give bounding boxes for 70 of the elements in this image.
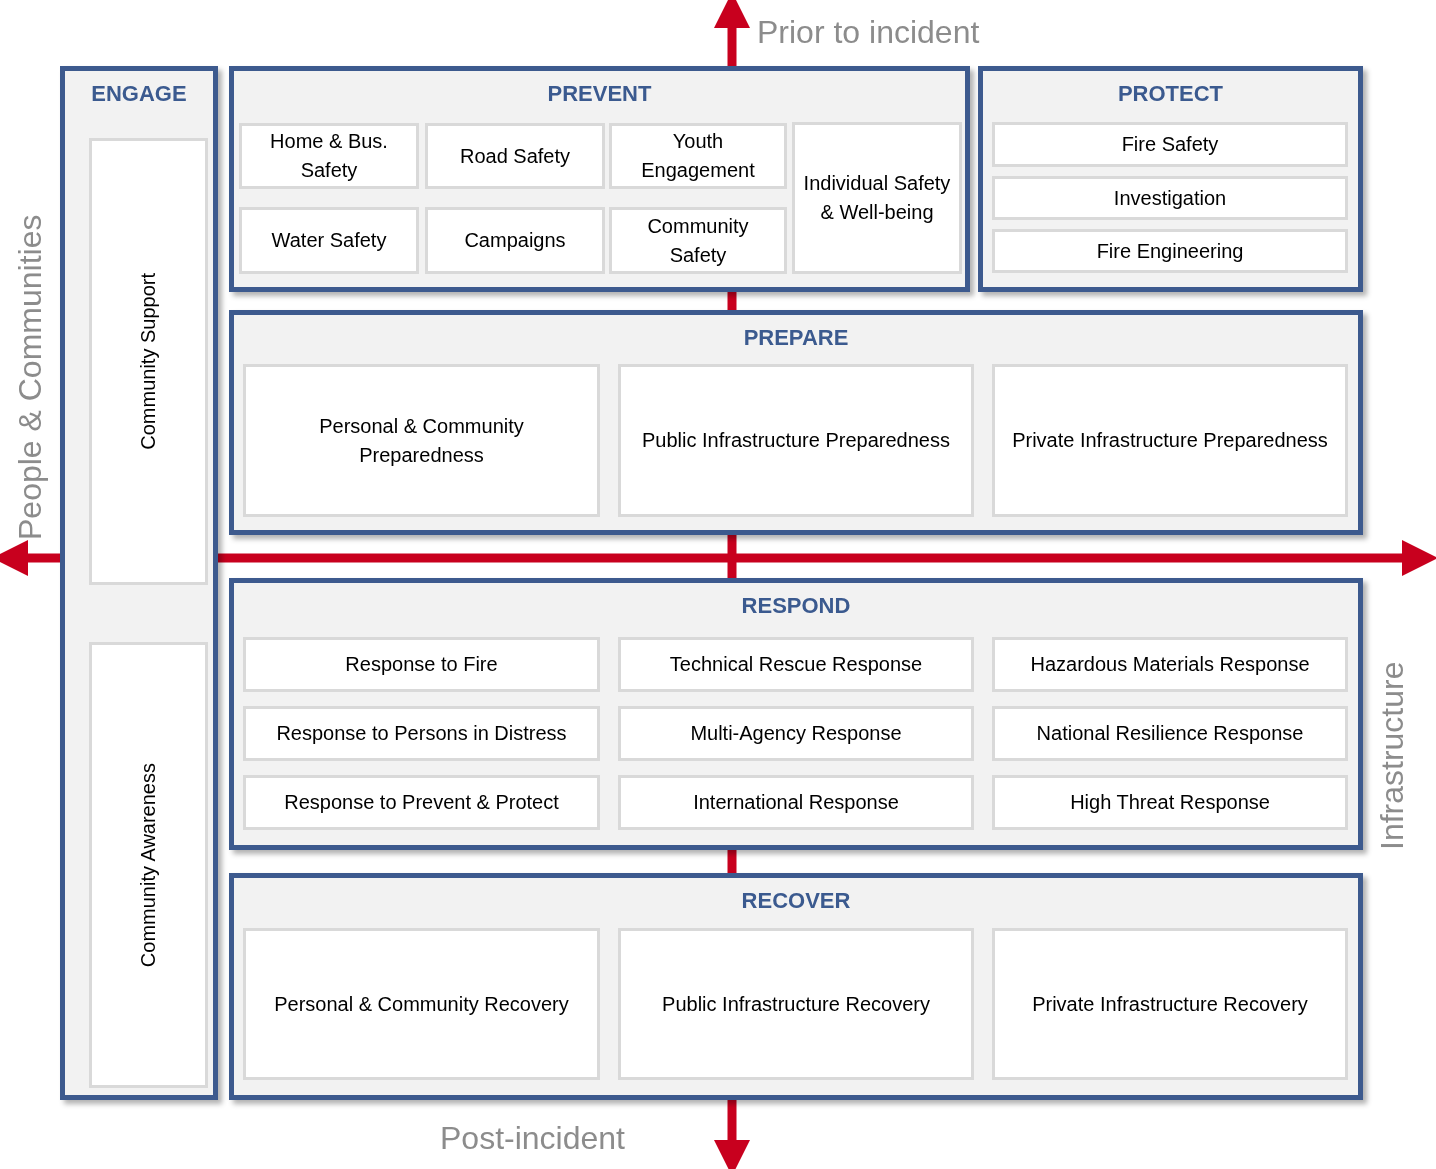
section-heading: RECOVER <box>741 888 851 914</box>
category-label: Water Safety <box>271 228 387 253</box>
section-heading: PREPARE <box>743 325 849 351</box>
category-box <box>425 123 605 189</box>
category-box <box>243 706 600 761</box>
category-label: Community Support <box>136 273 160 450</box>
category-label: Fire Engineering <box>1096 238 1244 264</box>
category-box <box>992 928 1348 1080</box>
category-box <box>618 364 974 517</box>
category-label: Multi-Agency Response <box>690 721 902 746</box>
category-label: Fire Safety <box>1121 132 1219 157</box>
category-box <box>618 928 974 1080</box>
category-box <box>243 775 600 830</box>
category-label: High Threat Response <box>1070 790 1270 815</box>
category-box <box>618 706 974 761</box>
category-label: Personal & Community Preparedness <box>318 413 525 468</box>
section-panel <box>229 873 1363 1100</box>
category-box <box>89 138 208 585</box>
category-label: Community Awareness <box>136 762 160 968</box>
category-box <box>618 775 974 830</box>
category-box <box>609 207 787 274</box>
category-label: Private Infrastructure Recovery <box>1032 991 1308 1017</box>
category-label: Response to Persons in Distress <box>276 721 567 746</box>
category-label: Public Infrastructure Preparedness <box>642 428 950 453</box>
category-box <box>992 706 1348 761</box>
category-label: Road Safety <box>459 143 571 169</box>
category-label: Private Infrastructure Preparedness <box>1012 428 1328 453</box>
category-label: Technical Rescue Response <box>669 652 923 677</box>
category-label: Campaigns <box>464 228 566 253</box>
category-label: Response to Fire <box>345 652 498 677</box>
category-label: Individual Safety & Well-being <box>802 171 952 225</box>
category-box <box>992 775 1348 830</box>
category-box <box>992 122 1348 167</box>
category-box <box>239 123 419 189</box>
category-box <box>243 637 600 692</box>
axis-label: Post-incident <box>440 1120 625 1157</box>
axis-label: People & Communities <box>12 213 48 540</box>
category-label: Personal & Community Recovery <box>274 991 569 1017</box>
category-label: International Response <box>693 790 899 815</box>
category-label: Public Infrastructure Recovery <box>662 991 930 1017</box>
category-box <box>243 928 600 1080</box>
category-box <box>792 122 962 274</box>
category-label: Response to Prevent & Protect <box>284 790 559 815</box>
category-label: Investigation <box>1113 185 1227 211</box>
section-panel <box>229 310 1363 535</box>
category-box <box>239 207 419 274</box>
category-box <box>243 364 600 517</box>
category-box <box>609 123 787 189</box>
category-box <box>425 207 605 274</box>
category-box <box>618 637 974 692</box>
axis-label: Infrastructure <box>1374 660 1410 850</box>
category-box <box>992 637 1348 692</box>
section-panel <box>229 578 1363 850</box>
section-heading: ENGAGE <box>91 81 187 107</box>
category-box <box>992 364 1348 517</box>
section-panel <box>60 66 218 1100</box>
section-heading: PREVENT <box>547 81 652 107</box>
category-label: Hazardous Materials Response <box>1030 652 1310 677</box>
category-label: National Resilience Response <box>1036 721 1304 746</box>
category-box <box>992 176 1348 220</box>
category-label: Youth Engagement <box>640 129 756 183</box>
section-panel <box>978 66 1363 292</box>
category-label: Home & Bus. Safety <box>269 129 389 183</box>
section-panel <box>229 66 970 292</box>
category-box <box>992 229 1348 273</box>
section-heading: PROTECT <box>1117 81 1224 107</box>
axis-label: Prior to incident <box>757 14 980 51</box>
category-box <box>89 642 208 1088</box>
section-heading: RESPOND <box>741 593 851 619</box>
category-label: Community Safety <box>646 213 750 268</box>
